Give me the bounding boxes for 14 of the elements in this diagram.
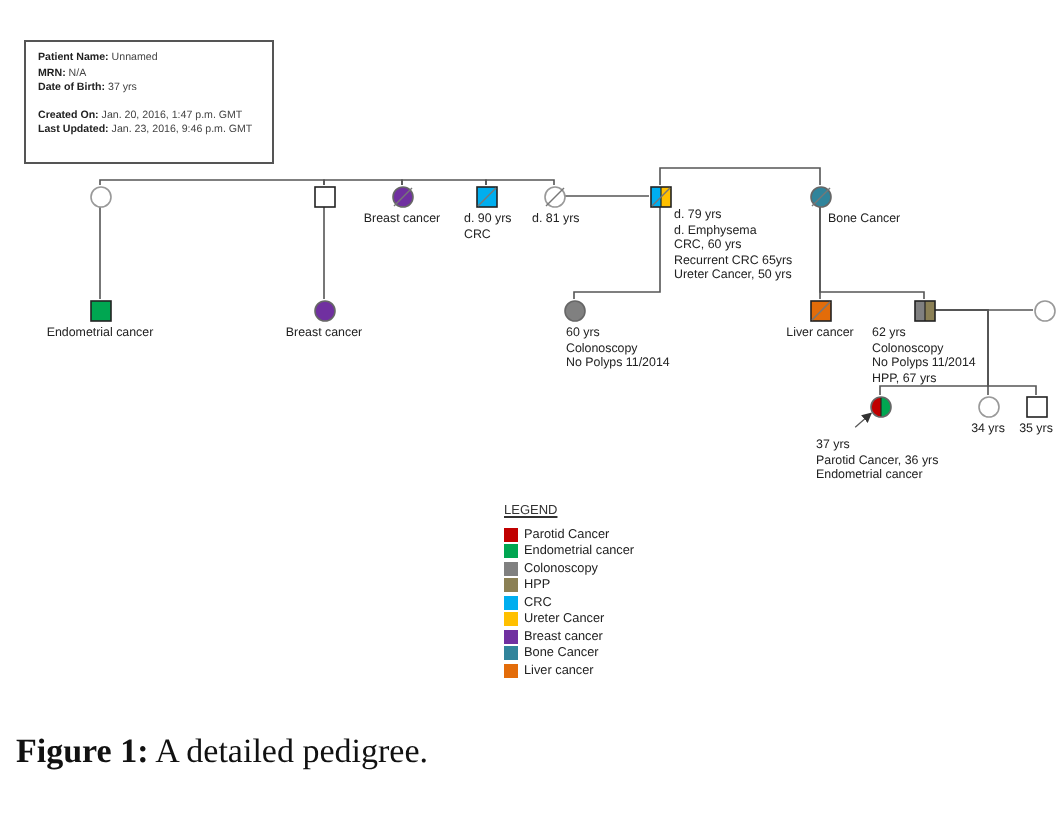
pedigree-line	[564, 195, 650, 197]
patient-info-card	[24, 40, 274, 164]
pedigree-line	[323, 179, 403, 186]
pedigree-line	[99, 179, 325, 186]
pedigree-line	[819, 206, 925, 300]
pedigree-line	[485, 179, 555, 186]
proband-arrow	[854, 412, 872, 428]
pedigree-line	[659, 167, 821, 186]
pedigree-line	[573, 206, 661, 300]
figure-caption: Figure 1: A detailed pedigree.	[16, 732, 428, 772]
pedigree-line	[323, 206, 325, 300]
pedigree-line	[99, 206, 101, 300]
pedigree-line	[401, 179, 487, 186]
pedigree-line	[934, 309, 1037, 396]
